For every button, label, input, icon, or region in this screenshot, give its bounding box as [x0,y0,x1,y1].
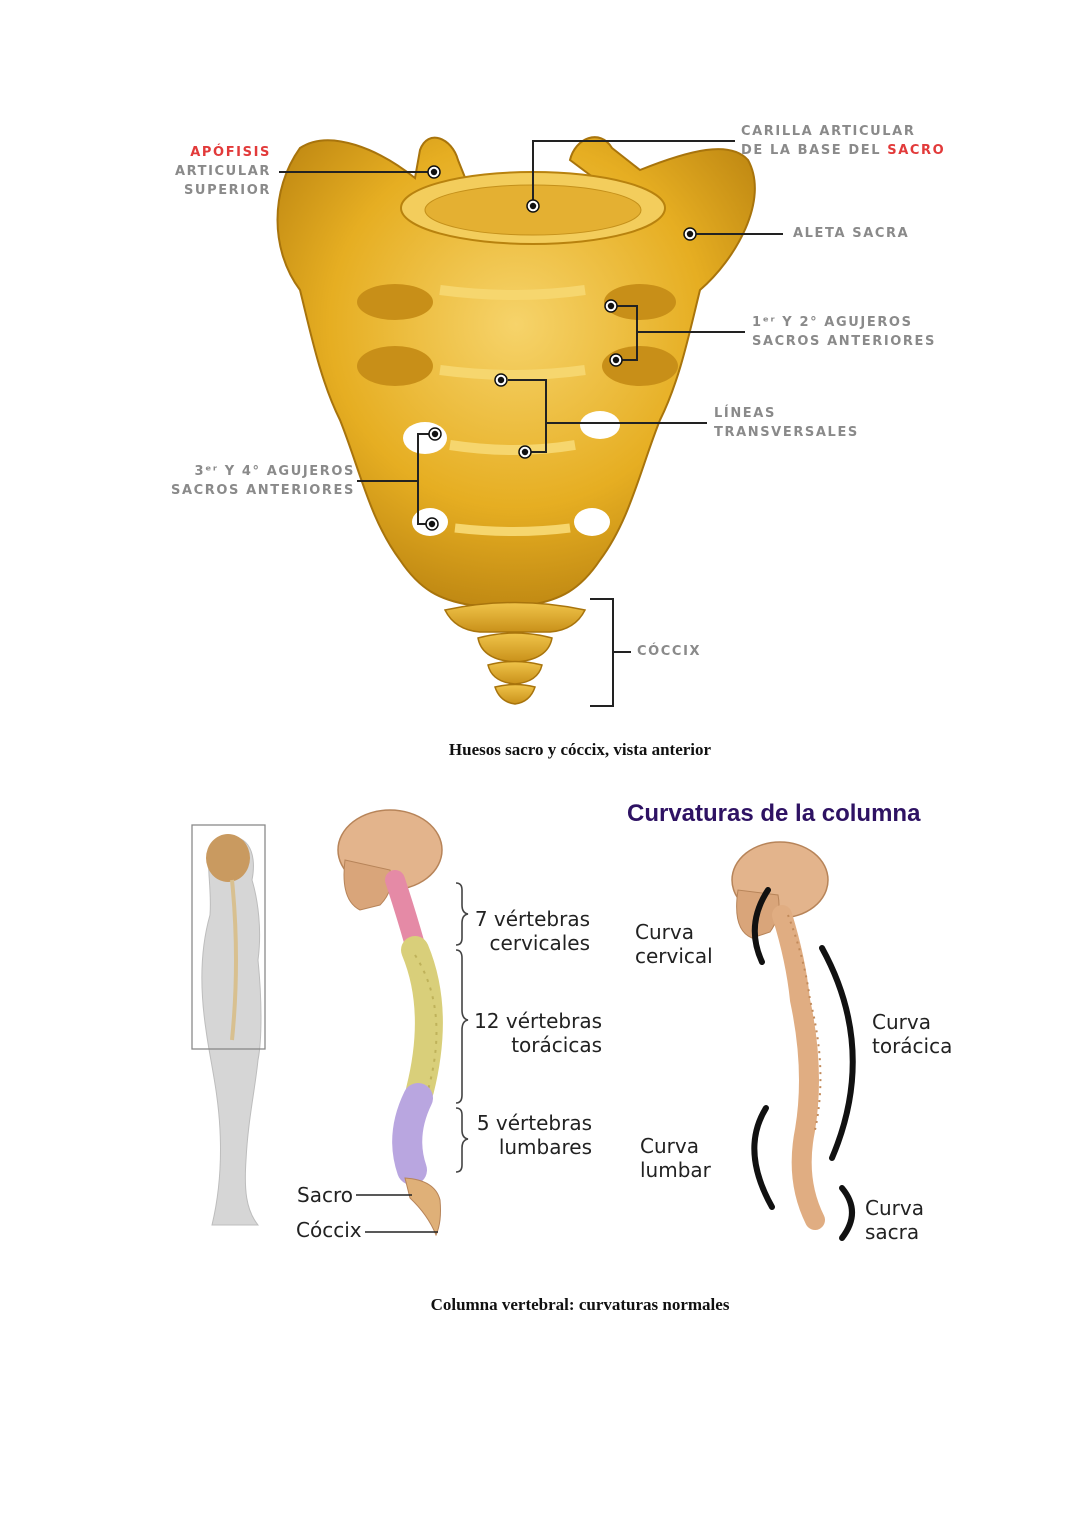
label-lineas-transversales: LÍNEAS TRANSVERSALES [714,406,859,440]
label-agujeros-3-4: 3ᵉʳ Y 4° AGUJEROS SACROS ANTERIORES [171,464,355,498]
label-carilla-articular: CARILLA ARTICULAR DE LA BASE DEL SACRO [741,124,946,158]
figure1-caption: Huesos sacro y cóccix, vista anterior [448,740,712,759]
label-lumbar-vertebrae: 5 vértebras lumbares [476,1111,592,1159]
skull-left [337,809,443,911]
marker-dots [425,165,697,531]
label-agujeros-1-2: 1ᵉʳ Y 2° AGUJEROS SACROS ANTERIORES [752,315,936,349]
curvatures-title: Curvaturas de la columna [627,800,921,827]
label-aleta-sacra: ALETA SACRA [793,226,910,241]
label-sacro: Sacro [297,1183,353,1207]
sacrum-illustration [276,136,783,707]
label-coccix: CÓCCIX [637,644,702,659]
label-thoracic-vertebrae: 12 vértebras torácicas [474,1009,602,1057]
label-apofisis-articular-superior: APÓFISIS ARTICULAR SUPERIOR [174,145,271,198]
label-curva-sacra: Curva sacra [865,1196,924,1244]
label-coccix-spine: Cóccix [296,1218,362,1242]
label-curva-lumbar: Curva lumbar [640,1134,711,1182]
body-silhouette [191,824,266,1226]
label-curva-cervical: Curva cervical [635,920,713,968]
figure2-caption: Columna vertebral: curvaturas normales [430,1295,730,1314]
label-cervical-vertebrae: 7 vértebras cervicales [474,907,590,955]
label-curva-toracica: Curva torácica [872,1010,953,1058]
